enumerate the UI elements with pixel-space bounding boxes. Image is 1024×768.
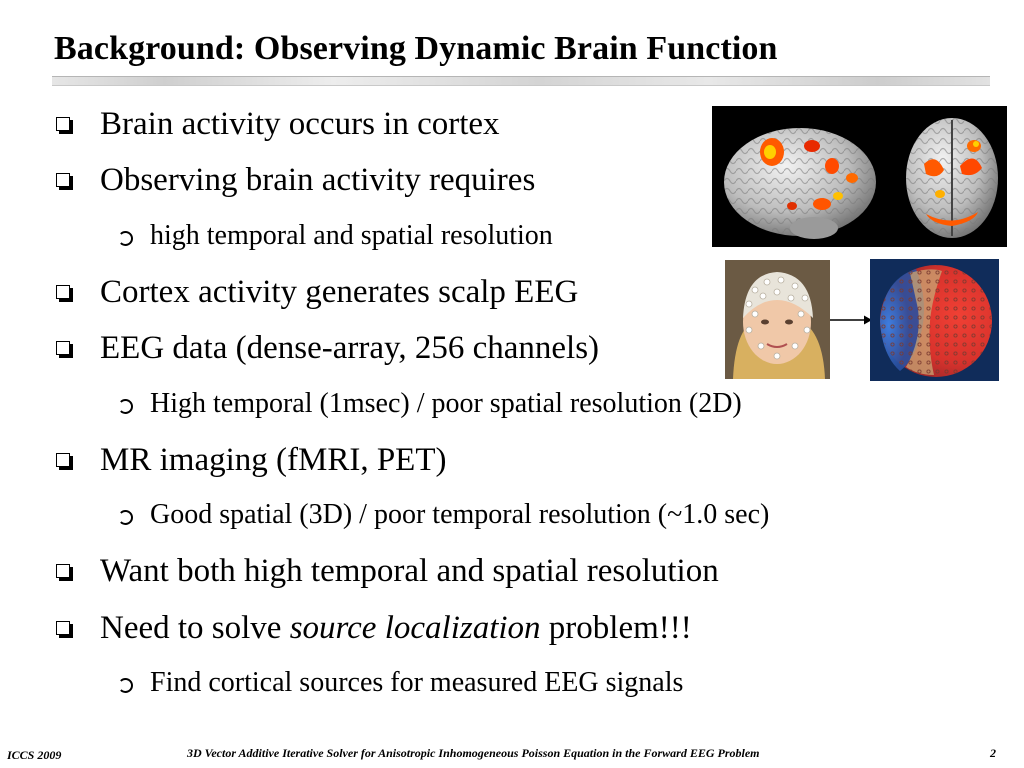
bullet-item: Cortex activity generates scalp EEG — [56, 274, 579, 311]
sub-bullet-item: Find cortical sources for measured EEG s… — [118, 667, 684, 699]
circle-bullet-icon — [118, 510, 133, 525]
bullet-text: MR imaging (fMRI, PET) — [100, 442, 447, 478]
bullet-text: Brain activity occurs in cortex — [100, 106, 500, 142]
slide-title: Background: Observing Dynamic Brain Func… — [54, 30, 778, 67]
fmri-brain-image — [712, 106, 1007, 247]
eeg-cap-photo — [725, 260, 830, 379]
circle-bullet-icon — [118, 678, 133, 693]
bullet-text-after: problem!!! — [540, 610, 692, 646]
bullet-item: Observing brain activity requires — [56, 162, 536, 199]
bullet-item: MR imaging (fMRI, PET) — [56, 442, 447, 479]
footer-conference: ICCS 2009 — [7, 748, 62, 762]
bullet-text: Observing brain activity requires — [100, 162, 536, 198]
arrow-right-icon — [830, 315, 872, 325]
footer-paper-title: 3D Vector Additive Iterative Solver for … — [187, 746, 760, 760]
square-bullet-icon — [56, 285, 70, 299]
bullet-text: EEG data (dense-array, 256 channels) — [100, 330, 600, 366]
square-bullet-icon — [56, 173, 70, 187]
title-divider — [52, 76, 990, 86]
square-bullet-icon — [56, 564, 70, 578]
square-bullet-icon — [56, 117, 70, 131]
bullet-emphasis: source localization — [289, 610, 541, 646]
sub-bullet-text: Find cortical sources for measured EEG s… — [150, 667, 684, 698]
bullet-text: Want both high temporal and spatial reso… — [100, 553, 719, 589]
sub-bullet-item: High temporal (1msec) / poor spatial res… — [118, 388, 742, 420]
bullet-text: Cortex activity generates scalp EEG — [100, 274, 579, 310]
brain-lateral-view — [724, 128, 876, 239]
sub-bullet-text: High temporal (1msec) / poor spatial res… — [150, 388, 742, 419]
sub-bullet-text: high temporal and spatial resolution — [150, 220, 553, 251]
bullet-item: Want both high temporal and spatial reso… — [56, 553, 719, 590]
bullet-item: EEG data (dense-array, 256 channels) — [56, 330, 600, 367]
square-bullet-icon — [56, 621, 70, 635]
sub-bullet-item: Good spatial (3D) / poor temporal resolu… — [118, 499, 770, 531]
footer-page-number: 2 — [990, 746, 996, 760]
square-bullet-icon — [56, 341, 70, 355]
sub-bullet-item: high temporal and spatial resolution — [118, 220, 553, 252]
brain-top-view — [906, 118, 998, 238]
scalp-potential-map — [870, 259, 999, 381]
bullet-text-before: Need to solve — [100, 610, 290, 646]
circle-bullet-icon — [118, 399, 133, 414]
circle-bullet-icon — [118, 231, 133, 246]
bullet-item: Brain activity occurs in cortex — [56, 106, 500, 143]
square-bullet-icon — [56, 453, 70, 467]
bullet-item: Need to solve source localization proble… — [56, 610, 692, 647]
sub-bullet-text: Good spatial (3D) / poor temporal resolu… — [150, 499, 770, 530]
